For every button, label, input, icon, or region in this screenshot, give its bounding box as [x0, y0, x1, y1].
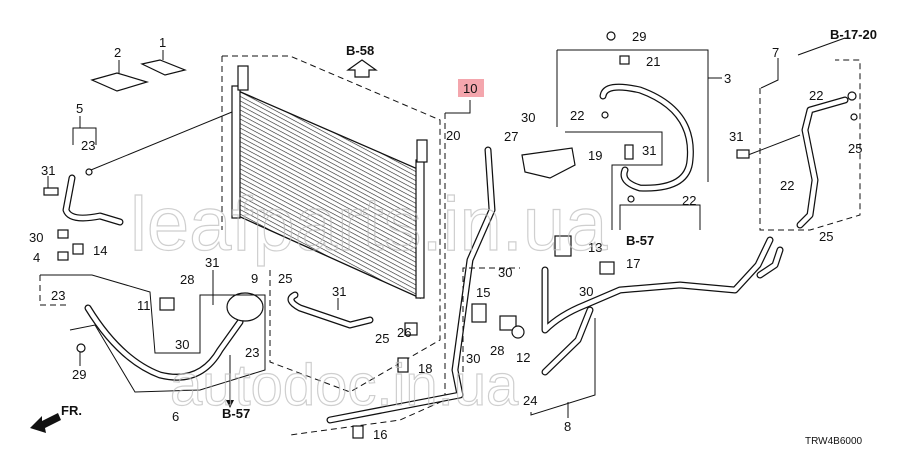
callout-30[interactable]: 30: [175, 337, 189, 352]
callout-26[interactable]: 26: [397, 325, 411, 340]
callout-30[interactable]: 30: [579, 284, 593, 299]
callout-29[interactable]: 29: [72, 367, 86, 382]
callout-13[interactable]: 13: [588, 240, 602, 255]
ref-b57-left[interactable]: B-57: [222, 406, 250, 421]
callout-25[interactable]: 25: [278, 271, 292, 286]
callout-31[interactable]: 31: [332, 284, 346, 299]
b57-arrow-icon: [226, 400, 234, 408]
callout-8[interactable]: 8: [564, 419, 571, 434]
watermark-bottom: autodoc.in.ua: [170, 353, 519, 418]
condenser: [231, 65, 428, 300]
front-marker: FR.: [61, 403, 82, 418]
callout-3[interactable]: 3: [724, 71, 731, 86]
callout-24[interactable]: 24: [523, 393, 537, 408]
callout-23[interactable]: 23: [245, 345, 259, 360]
watermark-top: leafparts.in.ua: [130, 182, 608, 267]
bracket-19: [521, 147, 576, 179]
callout-31[interactable]: 31: [729, 129, 743, 144]
callout-23[interactable]: 23: [51, 288, 65, 303]
callout-31[interactable]: 31: [41, 163, 55, 178]
callout-12[interactable]: 12: [516, 350, 530, 365]
callout-10[interactable]: 10: [463, 81, 477, 96]
callout-25[interactable]: 25: [819, 229, 833, 244]
callout-16[interactable]: 16: [373, 427, 387, 442]
callout-21[interactable]: 21: [646, 54, 660, 69]
callout-25[interactable]: 25: [375, 331, 389, 346]
callout-30[interactable]: 30: [466, 351, 480, 366]
callout-14[interactable]: 14: [93, 243, 107, 258]
callout-28[interactable]: 28: [180, 272, 194, 287]
callout-27[interactable]: 27: [504, 129, 518, 144]
callout-29[interactable]: 29: [632, 29, 646, 44]
callout-23[interactable]: 23: [81, 138, 95, 153]
front-arrow-icon: [30, 413, 61, 433]
callout-1[interactable]: 1: [159, 35, 166, 50]
pad-part-2: [90, 72, 150, 92]
callout-28[interactable]: 28: [490, 343, 504, 358]
callout-30[interactable]: 30: [498, 265, 512, 280]
callout-22[interactable]: 22: [780, 178, 794, 193]
callout-30[interactable]: 30: [29, 230, 43, 245]
callout-7[interactable]: 7: [772, 45, 779, 60]
callout-31[interactable]: 31: [642, 143, 656, 158]
callout-2[interactable]: 2: [114, 45, 121, 60]
callout-20[interactable]: 20: [446, 128, 460, 143]
callout-5[interactable]: 5: [76, 101, 83, 116]
ref-b58[interactable]: B-58: [346, 43, 374, 58]
callout-22[interactable]: 22: [682, 193, 696, 208]
callout-18[interactable]: 18: [418, 361, 432, 376]
b58-arrow-icon: [346, 59, 378, 78]
callout-9[interactable]: 9: [251, 271, 258, 286]
callout-19[interactable]: 19: [588, 148, 602, 163]
ref-b57-right[interactable]: B-57: [626, 233, 654, 248]
callout-15[interactable]: 15: [476, 285, 490, 300]
callout-4[interactable]: 4: [33, 250, 40, 265]
callout-25[interactable]: 25: [848, 141, 862, 156]
receiver-dryer: [226, 292, 264, 322]
bolt-icon: [43, 187, 59, 196]
callout-10-highlight: [458, 79, 484, 97]
callout-31[interactable]: 31: [205, 255, 219, 270]
callout-22[interactable]: 22: [570, 108, 584, 123]
pad-part-1: [140, 59, 187, 76]
callout-17[interactable]: 17: [626, 256, 640, 271]
callout-11[interactable]: 11: [137, 298, 151, 313]
callout-22[interactable]: 22: [809, 88, 823, 103]
ref-b17-20[interactable]: B-17-20: [830, 27, 877, 42]
callout-30[interactable]: 30: [521, 110, 535, 125]
callout-6[interactable]: 6: [172, 409, 179, 424]
diagram-code: TRW4B6000: [805, 436, 863, 447]
